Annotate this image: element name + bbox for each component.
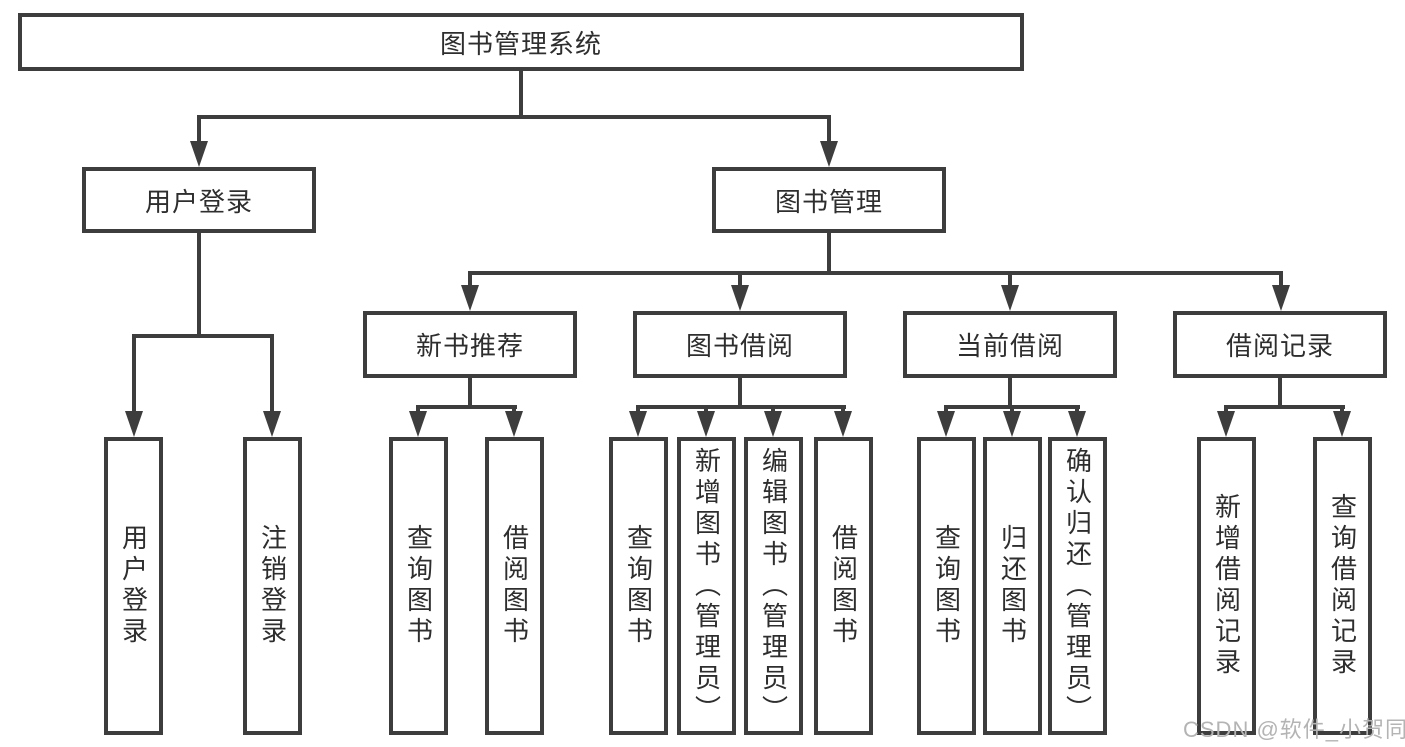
connector-stem	[1340, 405, 1344, 416]
arrow-down-icon	[834, 411, 852, 437]
node-current-borrow: 当前借阅	[903, 311, 1117, 378]
arrow-down-icon	[1001, 285, 1019, 311]
node-label: 借阅图书	[828, 524, 859, 648]
arrow-down-icon	[820, 141, 838, 167]
connector-stem	[1010, 405, 1014, 416]
arrow-down-icon	[190, 141, 208, 167]
connector-new-book-horizontal	[416, 405, 517, 409]
node-label: 用户登录	[144, 186, 253, 217]
arrow-down-icon	[629, 411, 647, 437]
arrow-down-icon	[764, 411, 782, 437]
leaf-add-book-admin: 新增图书（管理员）	[677, 437, 736, 735]
arrow-down-icon	[505, 411, 523, 437]
node-book-management: 图书管理	[712, 167, 946, 233]
connector-user-login-horizontal	[132, 334, 274, 338]
node-user-login: 用户登录	[82, 167, 316, 233]
connector-stem	[704, 405, 708, 416]
node-label: 用户登录	[118, 524, 149, 648]
node-label: 查询图书	[623, 524, 654, 648]
arrow-down-icon	[1068, 411, 1086, 437]
leaf-return-books: 归还图书	[983, 437, 1042, 735]
leaf-query-books-borrow: 查询图书	[609, 437, 668, 735]
arrow-down-icon	[937, 411, 955, 437]
connector-book-management-vertical	[827, 233, 831, 273]
leaf-user-login: 用户登录	[104, 437, 163, 735]
node-label: 查询图书	[403, 524, 434, 648]
connector-stem	[1075, 405, 1079, 416]
leaf-query-borrow-record: 查询借阅记录	[1313, 437, 1372, 735]
connector-stem-book-management	[827, 115, 831, 143]
connector-user-login-vertical	[197, 233, 201, 336]
connector-stem	[1224, 405, 1228, 416]
leaf-confirm-return-admin: 确认归还（管理员）	[1048, 437, 1107, 735]
connector-stem-logout-leaf	[270, 334, 274, 413]
connector-stem-login-leaf	[132, 334, 136, 413]
connector-stem-current-borrow	[1008, 271, 1012, 288]
arrow-down-icon	[1003, 411, 1021, 437]
arrow-down-icon	[697, 411, 715, 437]
connector-level3-horizontal	[468, 271, 1283, 275]
connector-book-borrow-horizontal	[636, 405, 846, 409]
arrow-down-icon	[1333, 411, 1351, 437]
arrow-down-icon	[1217, 411, 1235, 437]
connector-stem	[771, 405, 775, 416]
node-label: 当前借阅	[955, 331, 1064, 361]
node-label: 归还图书	[997, 524, 1028, 648]
leaf-logout: 注销登录	[243, 437, 302, 735]
connector-stem-user-login	[197, 115, 201, 143]
node-label: 借阅图书	[499, 524, 530, 648]
leaf-query-books-recommend: 查询图书	[389, 437, 448, 735]
connector-stem	[512, 405, 516, 416]
connector-stem-book-borrow	[738, 271, 742, 288]
node-borrow-records: 借阅记录	[1173, 311, 1387, 378]
connector-stem	[944, 405, 948, 416]
arrow-down-icon	[461, 285, 479, 311]
node-label: 图书管理系统	[439, 28, 602, 59]
node-label: 图书管理	[774, 186, 883, 217]
connector-current-borrow-vertical	[1008, 378, 1012, 407]
connector-stem	[841, 405, 845, 416]
connector-new-book-vertical	[468, 378, 472, 407]
node-label: 编辑图书（管理员）	[758, 446, 789, 726]
leaf-borrow-books: 借阅图书	[814, 437, 873, 735]
arrow-down-icon	[125, 411, 143, 437]
leaf-query-books-current: 查询图书	[917, 437, 976, 735]
connector-borrow-records-vertical	[1278, 378, 1282, 407]
arrow-down-icon	[263, 411, 281, 437]
csdn-watermark: CSDN @软件_小贺同学	[1183, 717, 1405, 742]
node-label: 新书推荐	[415, 331, 524, 361]
connector-stem-borrow-records	[1279, 271, 1283, 288]
node-library-management-system: 图书管理系统	[18, 13, 1024, 71]
node-label: 查询图书	[931, 524, 962, 648]
node-label: 图书借阅	[685, 331, 794, 361]
connector-borrow-records-horizontal	[1224, 405, 1345, 409]
connector-level2-horizontal	[197, 115, 831, 119]
connector-stem-new-book	[468, 271, 472, 288]
node-label: 查询借阅记录	[1327, 493, 1358, 679]
node-label: 借阅记录	[1225, 331, 1334, 361]
node-book-borrow: 图书借阅	[633, 311, 847, 378]
node-new-book-recommend: 新书推荐	[363, 311, 577, 378]
leaf-borrow-books-recommend: 借阅图书	[485, 437, 544, 735]
node-label: 确认归还（管理员）	[1062, 446, 1093, 726]
connector-root-vertical	[519, 71, 523, 117]
arrow-down-icon	[731, 285, 749, 311]
arrow-down-icon	[409, 411, 427, 437]
node-label: 注销登录	[257, 524, 288, 648]
node-label: 新增借阅记录	[1211, 493, 1242, 679]
connector-stem	[636, 405, 640, 416]
node-label: 新增图书（管理员）	[691, 446, 722, 726]
arrow-down-icon	[1272, 285, 1290, 311]
leaf-edit-book-admin: 编辑图书（管理员）	[744, 437, 803, 735]
leaf-add-borrow-record: 新增借阅记录	[1197, 437, 1256, 735]
connector-book-borrow-vertical	[738, 378, 742, 407]
connector-stem	[416, 405, 420, 416]
